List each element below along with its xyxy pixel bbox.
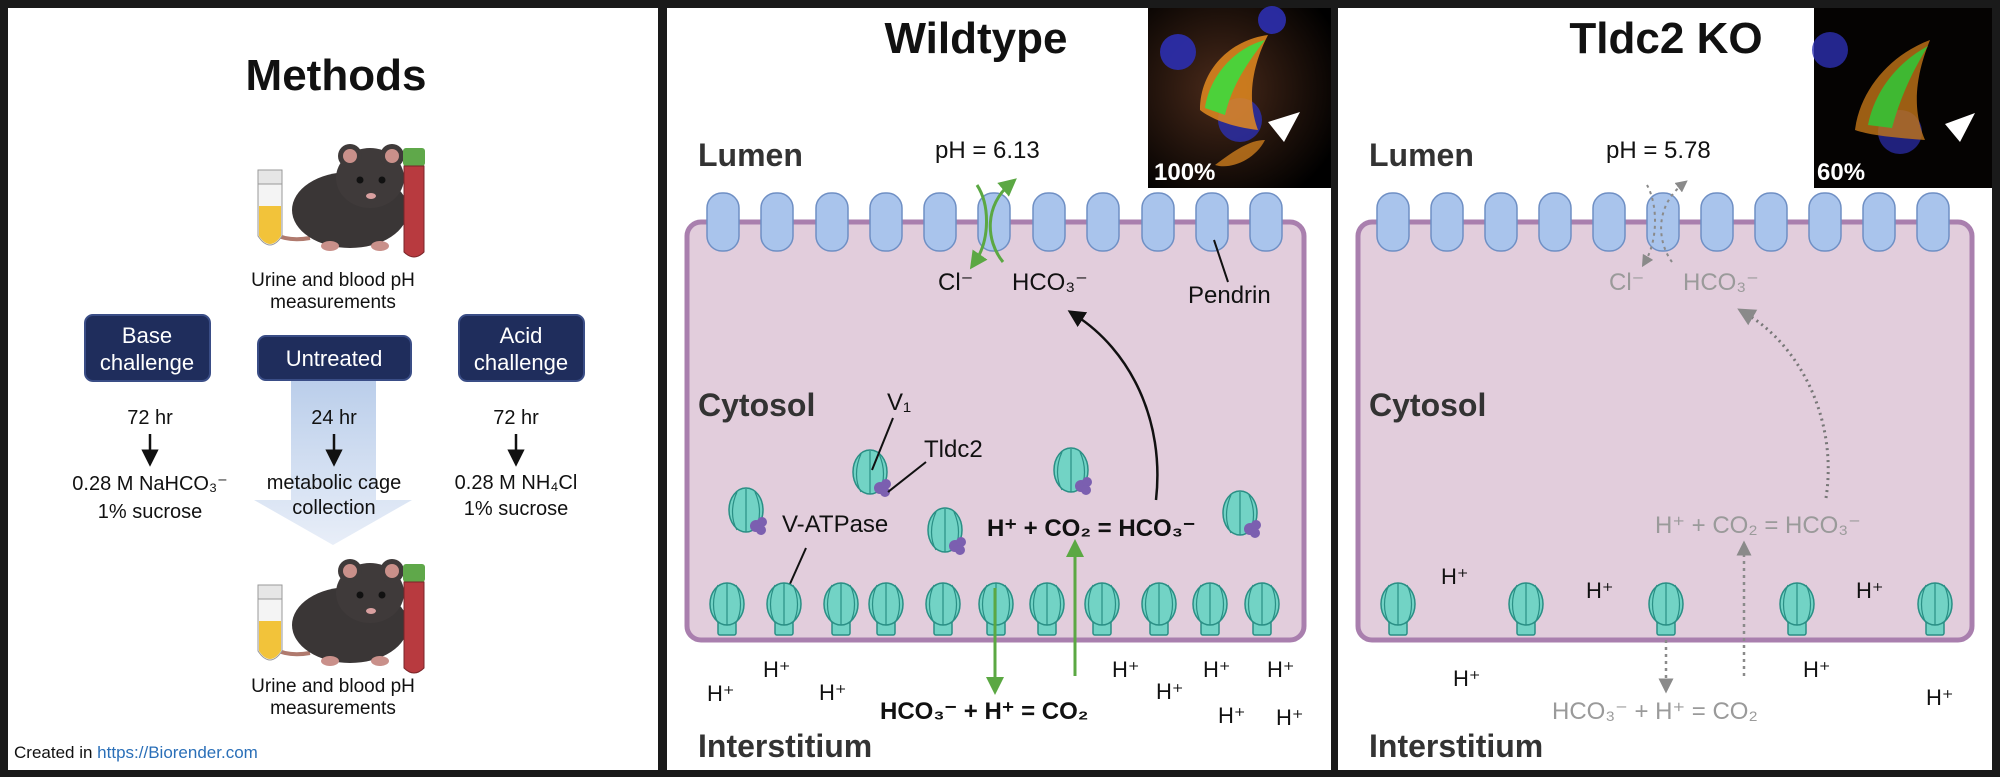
h-plus-label: H⁺	[1276, 705, 1304, 730]
untreated-label: Untreated	[286, 346, 383, 371]
knockout-ph: pH = 5.78	[1606, 137, 1711, 164]
knockout-lumen-label: Lumen	[1369, 137, 1474, 173]
h-plus-label: H⁺	[1856, 578, 1884, 603]
methods-title: Methods	[246, 51, 427, 100]
top-caption-line2: measurements	[270, 292, 396, 313]
v1-label: V₁	[887, 389, 911, 416]
h-plus-label: H⁺	[1156, 679, 1184, 704]
pendrin-label: Pendrin	[1188, 282, 1271, 309]
untreated-box: Untreated	[257, 335, 412, 381]
knockout-inset-label: 60%	[1817, 159, 1865, 186]
bicarbonate-export-arrow	[1067, 310, 1159, 501]
h-plus-label: H⁺	[1203, 657, 1231, 682]
h-plus-label: H⁺	[1218, 703, 1246, 728]
base-time: 72 hr	[127, 407, 173, 429]
wildtype-hco3: HCO₃⁻	[1012, 269, 1088, 296]
vatpase-label: V-ATPase	[782, 511, 888, 538]
h-plus-label: H⁺	[1453, 666, 1481, 691]
wildtype-equation-bottom: HCO₃⁻ + H⁺ = CO₂	[880, 698, 1088, 725]
biorender-link[interactable]: https://Biorender.com	[97, 743, 258, 762]
inset-arrowhead-icon	[1268, 112, 1300, 142]
bottom-caption-line1: Urine and blood pH	[251, 676, 415, 697]
acid-time: 72 hr	[493, 407, 539, 429]
acid-label-line2: challenge	[474, 350, 568, 375]
knockout-hco3: HCO₃⁻	[1683, 269, 1759, 296]
h-plus-label: H⁺	[707, 681, 735, 706]
tldc2-pointer	[887, 461, 927, 493]
base-treatment-line2: 1% sucrose	[98, 501, 203, 523]
v1-pointer	[871, 417, 894, 471]
knockout-interstitium-label: Interstitium	[1369, 728, 1543, 764]
knockout-interstitial-protons: H⁺ H⁺ H⁺	[1453, 657, 1954, 710]
acid-label-line1: Acid	[500, 323, 543, 348]
top-caption-line1: Urine and blood pH	[251, 270, 415, 291]
wildtype-interstitial-protons: H⁺ H⁺ H⁺ H⁺ H⁺ H⁺ H⁺ H⁺ H⁺	[707, 657, 1304, 730]
knockout-cytosol-label: Cytosol	[1369, 387, 1486, 423]
knockout-equation-bottom: HCO₃⁻ + H⁺ = CO₂	[1552, 698, 1758, 725]
pendrin-exchange-arrow-in	[969, 184, 988, 270]
inset-arrowhead-icon	[1945, 113, 1975, 142]
wildtype-title: Wildtype	[885, 14, 1068, 63]
bottom-caption-line2: measurements	[270, 698, 396, 719]
biorender-credit: Created in https://Biorender.com	[14, 743, 258, 762]
acid-treatment-line1: 0.28 M NH₄Cl	[455, 472, 578, 494]
knockout-equation-top: H⁺ + CO₂ = HCO₃⁻	[1655, 512, 1861, 539]
h-plus-label: H⁺	[819, 680, 847, 705]
knockout-exchange-arrow-out	[1660, 180, 1688, 263]
acid-challenge-box: Acid challenge	[458, 314, 585, 382]
wildtype-cl: Cl⁻	[938, 269, 973, 296]
h-plus-label: H⁺	[1441, 564, 1469, 589]
methods-panel: Methods Urine and blood pH measurements …	[8, 8, 658, 770]
knockout-cytosolic-protons: H⁺ H⁺ H⁺	[1441, 564, 1884, 603]
untreated-treatment-line1: metabolic cage	[267, 472, 402, 494]
h-plus-label: H⁺	[1267, 657, 1295, 682]
tldc2-label: Tldc2	[924, 436, 983, 463]
wildtype-inset-label: 100%	[1154, 159, 1215, 186]
untreated-time: 24 hr	[311, 407, 357, 429]
h-plus-label: H⁺	[763, 657, 791, 682]
knockout-cl: Cl⁻	[1609, 269, 1644, 296]
wildtype-cytosol-label: Cytosol	[698, 387, 815, 423]
acid-treatment-line2: 1% sucrose	[464, 498, 569, 520]
wildtype-interstitium-label: Interstitium	[698, 728, 872, 764]
base-treatment-line1: 0.28 M NaHCO₃⁻	[72, 473, 227, 495]
knockout-panel: Tldc2 KO 60% Lumen pH = 5.78 Cl⁻ HCO₃⁻ C…	[1338, 8, 1992, 770]
wildtype-fluorescence-inset: 100%	[1148, 6, 1331, 188]
base-challenge-box: Base challenge	[84, 314, 211, 382]
wildtype-lumen-label: Lumen	[698, 137, 803, 173]
h-plus-label: H⁺	[1586, 578, 1614, 603]
pendrin-pointer	[1213, 239, 1229, 283]
untreated-treatment-line2: collection	[292, 497, 375, 519]
wildtype-ph: pH = 6.13	[935, 137, 1040, 164]
pendrin-exchange-arrow-out	[988, 178, 1017, 263]
base-label-line2: challenge	[100, 350, 194, 375]
h-plus-label: H⁺	[1926, 685, 1954, 710]
knockout-exchange-arrow-in	[1641, 184, 1656, 268]
base-label-line1: Base	[122, 323, 172, 348]
knockout-title: Tldc2 KO	[1569, 14, 1762, 63]
knockout-fluorescence-inset: 60%	[1812, 8, 1992, 188]
wildtype-panel: Wildtype 100% Lumen pH = 6.13 Cl⁻ HCO₃⁻ …	[667, 6, 1331, 770]
h-plus-label: H⁺	[1803, 657, 1831, 682]
wildtype-equation-top: H⁺ + CO₂ = HCO₃⁻	[987, 515, 1195, 542]
h-plus-label: H⁺	[1112, 657, 1140, 682]
